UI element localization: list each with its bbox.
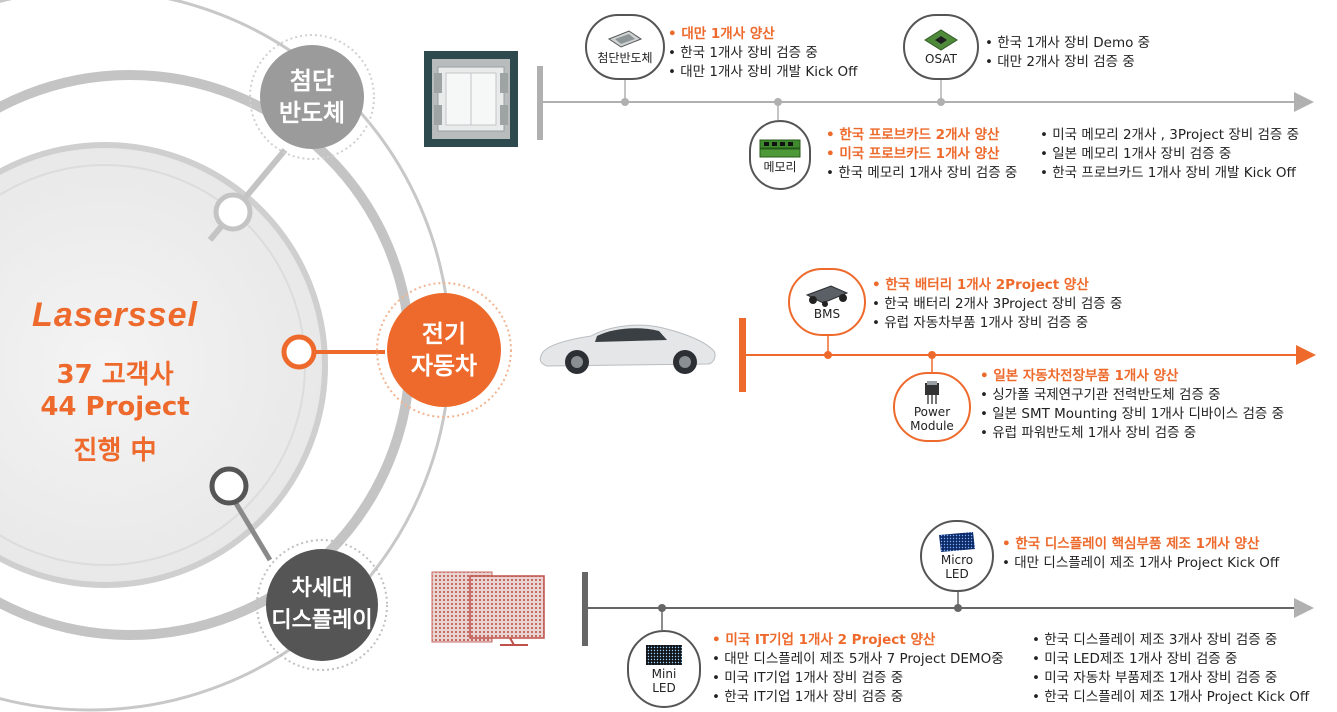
battery-chassis-icon [805,285,849,307]
node-display [209,466,249,506]
category-semi-label: 첨단 반도체 [278,67,346,127]
mini-led-notes-left: 미국 IT기업 1개사 2 Project 양산대만 디스플레이 제조 5개사 … [712,631,1004,707]
note-item: 유럽 자동차부품 1개사 장비 검증 중 [872,314,1122,333]
note-item: 한국 1개사 장비 검증 중 [668,44,857,63]
transistor-icon [925,381,939,404]
bms-notes: 한국 배터리 1개사 2Project 양산한국 배터리 2개사 3Projec… [872,276,1122,333]
memory-label: 메모리 [763,160,797,174]
note-item: 미국 IT기업 1개사 장비 검증 중 [712,669,1004,688]
pcb-chip-icon [924,29,958,51]
note-item: 한국 디스플레이 제조 1개사 Project Kick Off [1032,688,1309,707]
advanced-semi-label: 첨단반도체 [597,51,653,65]
display-circle [266,549,378,661]
advanced-semi-notes: 대만 1개사 양산한국 1개사 장비 검증 중대만 1개사 장비 개발 Kick… [668,25,857,82]
note-item: 미국 메모리 2개사 , 3Project 장비 검증 중 [1040,126,1299,145]
node-semi [213,192,253,232]
note-item: 한국 1개사 장비 Demo 중 [985,34,1150,53]
chip-image [424,51,518,147]
osat-label: OSAT [925,52,957,66]
category-display-label: 차세대 디스플레이 [271,576,373,633]
node-ev [281,334,317,370]
note-item: 대만 2개사 장비 검증 중 [985,53,1150,72]
power-module-notes: 일본 자동차전장부품 1개사 양산싱가폴 국제연구기관 전력반도체 검증 중일본… [980,367,1284,443]
note-item: 미국 프로브카드 1개사 양산 [826,145,1017,164]
note-item: 싱가폴 국제연구기관 전력반도체 검증 중 [980,386,1284,405]
note-item: 대만 1개사 장비 개발 Kick Off [668,63,857,82]
note-item: 유럽 파워반도체 1개사 장비 검증 중 [980,424,1284,443]
note-item: 한국 디스플레이 제조 3개사 장비 검증 중 [1032,631,1309,650]
note-item: 한국 배터리 1개사 2Project 양산 [872,276,1122,295]
note-item: 미국 IT기업 1개사 2 Project 양산 [712,631,1004,650]
note-item: 대만 1개사 양산 [668,25,857,44]
micro-led-label: Micro LED [940,553,974,581]
note-item: 한국 IT기업 1개사 장비 검증 중 [712,688,1004,707]
led-panel-icon [939,532,975,552]
memory-icon-circle: 메모리 [749,120,811,190]
hub-projects: 44 Project [40,392,190,422]
category-ev-label: 전기 자동차 [410,320,478,380]
note-item: 대만 디스플레이 제조 1개사 Project Kick Off [1002,554,1279,573]
note-item: 미국 LED제조 1개사 장비 검증 중 [1032,650,1309,669]
electric-car-image [535,318,720,376]
micro-led-icon-circle: Micro LED [920,520,994,592]
mini-led-label: Mini LED [651,667,677,695]
note-item: 한국 배터리 2개사 3Project 장비 검증 중 [872,295,1122,314]
micro-led-notes: 한국 디스플레이 핵심부품 제조 1개사 양산대만 디스플레이 제조 1개사 P… [1002,535,1279,573]
note-item: 일본 SMT Mounting 장비 1개사 디바이스 검증 중 [980,405,1284,424]
advanced-semi-icon: 첨단반도체 [585,14,665,80]
note-item: 일본 메모리 1개사 장비 검증 중 [1040,145,1299,164]
mini-led-icon-circle: Mini LED [627,630,701,708]
mini-led-notes-right: 한국 디스플레이 제조 3개사 장비 검증 중미국 LED제조 1개사 장비 검… [1032,631,1309,707]
mini-led-panel-icon [646,645,682,665]
note-item: 대만 디스플레이 제조 5개사 7 Project DEMO중 [712,650,1003,669]
note-item: 한국 메모리 1개사 장비 검증 중 [826,164,1017,183]
osat-notes: 한국 1개사 장비 Demo 중대만 2개사 장비 검증 중 [985,34,1150,72]
wafer-chip-icon [607,30,643,48]
bms-icon-circle: BMS [788,268,866,336]
semi-circle [260,45,364,149]
brand-logo: Laserssel [32,296,198,334]
note-item: 미국 자동차 부품제조 1개사 장비 검증 중 [1032,669,1309,688]
power-module-label: Power Module [910,405,954,433]
power-module-icon-circle: Power Module [893,372,971,442]
memory-notes-left: 한국 프로브카드 2개사 양산미국 프로브카드 1개사 양산한국 메모리 1개사… [826,126,1017,183]
bms-label: BMS [813,307,841,321]
hub-customers: 37 고객사 [56,360,174,390]
note-item: 한국 디스플레이 핵심부품 제조 1개사 양산 [1002,535,1279,554]
hub-status: 진행 中 [73,436,157,466]
ram-module-icon [759,139,801,158]
note-item: 한국 프로브카드 1개사 장비 개발 Kick Off [1040,164,1299,183]
note-item: 일본 자동차전장부품 1개사 양산 [980,367,1284,386]
display-panel-image [430,570,548,646]
ev-circle [387,293,501,407]
note-item: 한국 프로브카드 2개사 양산 [826,126,1017,145]
memory-notes-right: 미국 메모리 2개사 , 3Project 장비 검증 중일본 메모리 1개사 … [1040,126,1299,183]
osat-icon-circle: OSAT [903,14,979,80]
